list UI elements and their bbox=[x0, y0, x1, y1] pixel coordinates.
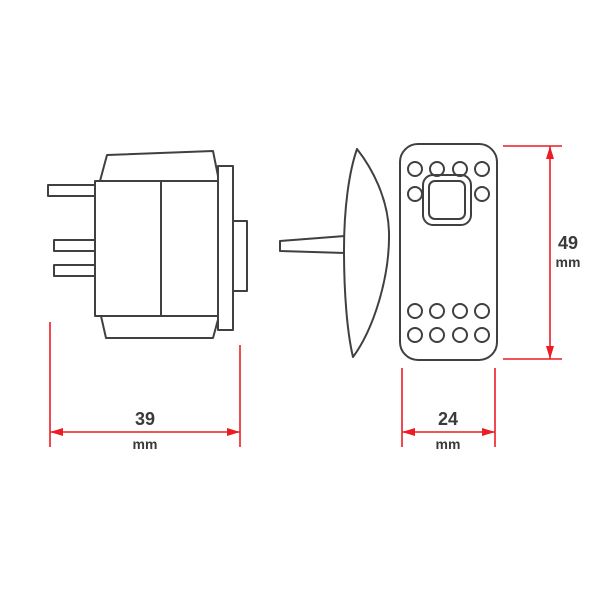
lens-window-outer bbox=[422, 174, 472, 226]
mount-hole bbox=[474, 161, 490, 177]
mount-hole bbox=[474, 186, 490, 202]
lens-window-inner bbox=[428, 180, 466, 220]
mount-hole bbox=[429, 303, 445, 319]
dimension-front-height: 49 mm bbox=[503, 145, 581, 360]
mounting-flange bbox=[217, 165, 234, 331]
switch-body bbox=[94, 180, 219, 317]
dimension-side-width: 39 mm bbox=[49, 322, 241, 452]
actuator-shaft bbox=[279, 235, 346, 254]
arrowhead-left bbox=[50, 428, 63, 436]
mount-hole bbox=[429, 161, 445, 177]
dimension-value: 49 bbox=[558, 233, 578, 253]
mount-hole bbox=[452, 161, 468, 177]
switch-face bbox=[399, 143, 498, 361]
dimension-unit: mm bbox=[133, 436, 158, 452]
mount-hole bbox=[429, 327, 445, 343]
rocker-top-cap bbox=[99, 150, 220, 182]
arrowhead-bottom bbox=[546, 346, 554, 359]
arrowhead-left bbox=[402, 428, 415, 436]
arrowhead-top bbox=[546, 146, 554, 159]
mount-hole bbox=[407, 303, 423, 319]
dimension-unit: mm bbox=[556, 254, 581, 270]
mount-hole bbox=[407, 327, 423, 343]
retaining-clip bbox=[232, 220, 248, 292]
terminal-pin-middle bbox=[53, 239, 96, 252]
arrowhead-right bbox=[482, 428, 495, 436]
mount-hole bbox=[474, 327, 490, 343]
mount-hole bbox=[452, 327, 468, 343]
front-view bbox=[399, 143, 498, 361]
dimension-unit: mm bbox=[436, 436, 461, 452]
actuator-profile-view bbox=[279, 148, 391, 358]
bottom-cap bbox=[100, 315, 220, 339]
arrowhead-right bbox=[227, 428, 240, 436]
dimension-value: 39 bbox=[135, 409, 155, 429]
rocker-lens-profile bbox=[343, 148, 391, 358]
mount-hole bbox=[452, 303, 468, 319]
dimension-front-width: 24 mm bbox=[401, 368, 496, 452]
terminal-pin-bottom bbox=[53, 264, 96, 277]
dimension-value: 24 bbox=[438, 409, 458, 429]
side-view bbox=[47, 150, 248, 339]
mount-hole bbox=[474, 303, 490, 319]
terminal-pin-top bbox=[47, 184, 96, 197]
mount-hole bbox=[407, 161, 423, 177]
mount-hole bbox=[407, 186, 423, 202]
